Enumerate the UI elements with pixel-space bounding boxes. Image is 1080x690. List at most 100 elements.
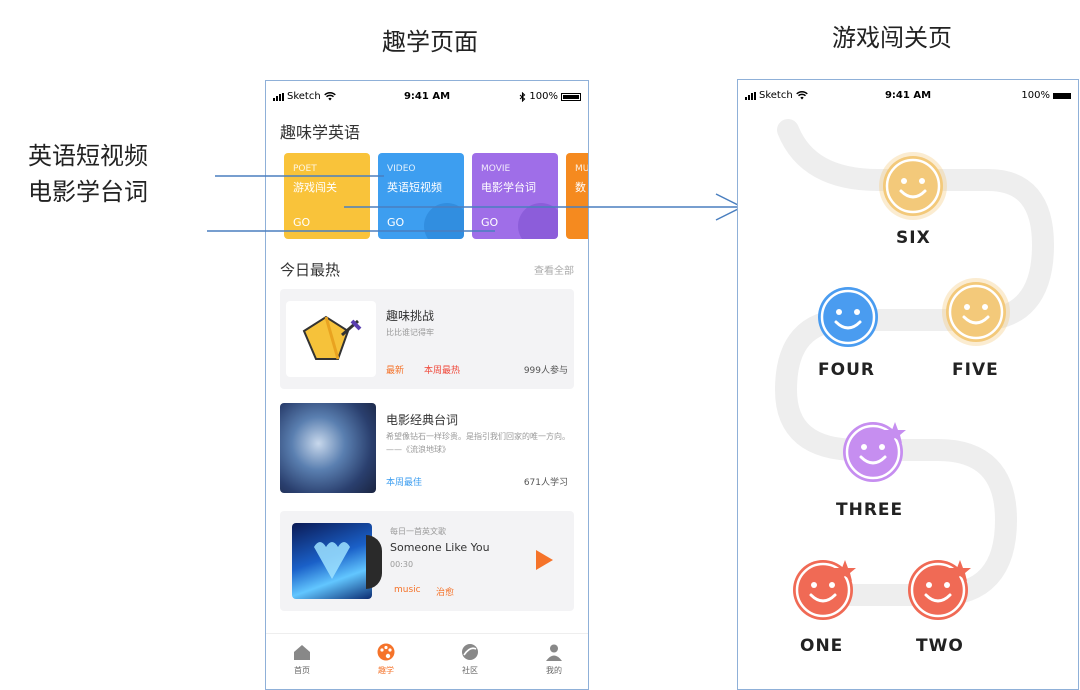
card-short-video[interactable]: VIDEO 英语短视频 GO bbox=[378, 153, 464, 239]
level-node-two[interactable] bbox=[902, 554, 974, 630]
shield-thumbnail bbox=[286, 301, 376, 377]
card-zh-label: 电影学台词 bbox=[481, 181, 536, 194]
list-item-fun-challenge[interactable]: 趣味挑战 比比谁记得牢 最新 本周最热 999人参与 bbox=[280, 289, 574, 389]
tab-home[interactable]: 首页 bbox=[272, 642, 332, 676]
tag-music[interactable]: music bbox=[394, 585, 421, 595]
game-level-screen: Sketch 9:41 AM 100% SIX FOUR FIVE THREE ONE T… bbox=[737, 79, 1079, 690]
level-label-one: ONE bbox=[800, 636, 844, 656]
card-en-label: MOVIE bbox=[481, 164, 511, 174]
tab-profile[interactable]: 我的 bbox=[524, 642, 584, 676]
palette-icon bbox=[377, 643, 395, 661]
wifi-icon bbox=[795, 91, 808, 100]
battery-icon bbox=[561, 92, 581, 101]
tag-weekly-hot[interactable]: 本周最热 bbox=[424, 366, 461, 376]
item-description: 比比谁记得牢 bbox=[386, 328, 434, 337]
learner-count: 671人学习 bbox=[523, 478, 568, 488]
tag-weekly-best[interactable]: 本周最佳 bbox=[386, 478, 423, 488]
item-description: 希望像钻石一样珍贵。是指引我们回家的唯一方向。——《流浪地球》 bbox=[386, 432, 570, 454]
level-path bbox=[774, 119, 1055, 606]
wifi-icon bbox=[323, 92, 336, 101]
status-time: 9:41 AM bbox=[884, 90, 932, 101]
level-label-two: TWO bbox=[916, 636, 964, 656]
play-icon[interactable] bbox=[534, 549, 554, 571]
item-title: 趣味挑战 bbox=[386, 309, 435, 323]
card-en-label: POET bbox=[293, 164, 317, 174]
level-node-six[interactable] bbox=[877, 150, 949, 226]
card-en-label: VIDEO bbox=[387, 164, 416, 174]
level-node-one[interactable] bbox=[787, 554, 859, 630]
card-go-button[interactable]: GO bbox=[481, 216, 499, 229]
battery-percent: 100% bbox=[1021, 90, 1050, 101]
level-node-three[interactable] bbox=[837, 416, 909, 492]
tag-newest[interactable]: 最新 bbox=[386, 366, 405, 376]
battery-percent: 100% bbox=[529, 91, 558, 102]
tab-label: 我的 bbox=[546, 666, 562, 675]
card-go-button[interactable]: GO bbox=[293, 216, 311, 229]
smiley-face-icon bbox=[908, 560, 971, 620]
bluetooth-icon bbox=[520, 91, 526, 102]
category-cards: POET 游戏闯关 GO VIDEO 英语短视频 GO MOVIE 电影学台词 … bbox=[284, 153, 589, 239]
play-icon bbox=[424, 203, 464, 239]
tab-label: 趣学 bbox=[378, 666, 394, 675]
card-zh-label: 游戏闯关 bbox=[293, 181, 337, 194]
level-label-six: SIX bbox=[896, 228, 931, 248]
card-go-button[interactable]: GO bbox=[387, 216, 405, 229]
tag-healing[interactable]: 治愈 bbox=[436, 588, 455, 598]
annotation-line-2: 电影学台词 bbox=[28, 178, 148, 206]
card-game-level[interactable]: POET 游戏闯关 GO bbox=[284, 153, 370, 239]
card-zh-label: 数 bbox=[575, 181, 586, 194]
earth-thumbnail bbox=[280, 403, 376, 493]
carrier-name: Sketch bbox=[759, 90, 793, 101]
carrier-name: Sketch bbox=[287, 91, 321, 102]
annotation-line-1: 英语短视频 bbox=[28, 142, 148, 170]
level-label-four: FOUR bbox=[818, 360, 875, 380]
status-bar: Sketch 9:41 AM 100% bbox=[738, 80, 1078, 112]
right-screen-caption: 游戏闯关页 bbox=[832, 24, 952, 52]
item-title: 电影经典台词 bbox=[386, 413, 459, 427]
list-item-movie-lines[interactable]: 电影经典台词 希望像钻石一样珍贵。是指引我们回家的唯一方向。——《流浪地球》 本… bbox=[280, 395, 574, 495]
level-label-five: FIVE bbox=[952, 360, 999, 380]
star-icon bbox=[949, 560, 971, 581]
battery-icon bbox=[1053, 92, 1071, 99]
level-label-three: THREE bbox=[836, 500, 904, 520]
smiley-face-icon bbox=[942, 278, 1010, 346]
tab-label: 首页 bbox=[294, 666, 310, 675]
song-title: Someone Like You bbox=[390, 541, 490, 554]
card-movie-lines[interactable]: MOVIE 电影学台词 GO bbox=[472, 153, 558, 239]
smiley-face-icon bbox=[879, 152, 947, 220]
star-icon bbox=[884, 422, 906, 443]
level-node-five[interactable] bbox=[940, 276, 1012, 352]
card-zh-label: 英语短视频 bbox=[387, 181, 442, 194]
star-icon bbox=[834, 560, 856, 581]
card-en-label: MU bbox=[575, 164, 589, 174]
section-title: 今日最热 bbox=[280, 261, 341, 279]
film-reel-icon bbox=[518, 203, 558, 239]
smiley-face-icon bbox=[818, 287, 878, 347]
profile-icon bbox=[546, 644, 562, 661]
album-cover bbox=[292, 523, 372, 599]
view-all-link[interactable]: 查看全部 bbox=[534, 266, 574, 277]
tab-label: 社区 bbox=[462, 666, 478, 675]
smiley-face-icon bbox=[843, 422, 906, 482]
fun-learning-screen: Sketch 9:41 AM 100% 趣味学英语 POET 游戏闯关 GO V… bbox=[265, 80, 589, 690]
tab-bar: 首页 趣学 社区 我的 bbox=[266, 633, 588, 689]
card-music[interactable]: MU 数 bbox=[566, 153, 589, 239]
item-kicker: 每日一首英文歌 bbox=[390, 527, 446, 536]
vinyl-record-icon bbox=[366, 535, 382, 589]
left-screen-caption: 趣学页面 bbox=[382, 28, 478, 56]
tab-community[interactable]: 社区 bbox=[440, 642, 500, 676]
level-node-four[interactable] bbox=[812, 281, 884, 357]
list-item-daily-song[interactable]: 每日一首英文歌 Someone Like You 00:30 music 治愈 bbox=[280, 511, 574, 611]
home-icon bbox=[294, 645, 310, 660]
signal-icon bbox=[273, 92, 284, 101]
annotation-text: 英语短视频 电影学台词 bbox=[28, 138, 148, 210]
tab-fun-learning[interactable]: 趣学 bbox=[356, 642, 416, 676]
page-title: 趣味学英语 bbox=[280, 123, 361, 142]
smiley-face-icon bbox=[793, 560, 856, 620]
participant-count: 999人参与 bbox=[523, 366, 568, 376]
signal-icon bbox=[745, 91, 756, 100]
status-time: 9:41 AM bbox=[403, 91, 451, 102]
status-bar: Sketch 9:41 AM 100% bbox=[266, 81, 588, 113]
song-time: 00:30 bbox=[390, 560, 414, 569]
